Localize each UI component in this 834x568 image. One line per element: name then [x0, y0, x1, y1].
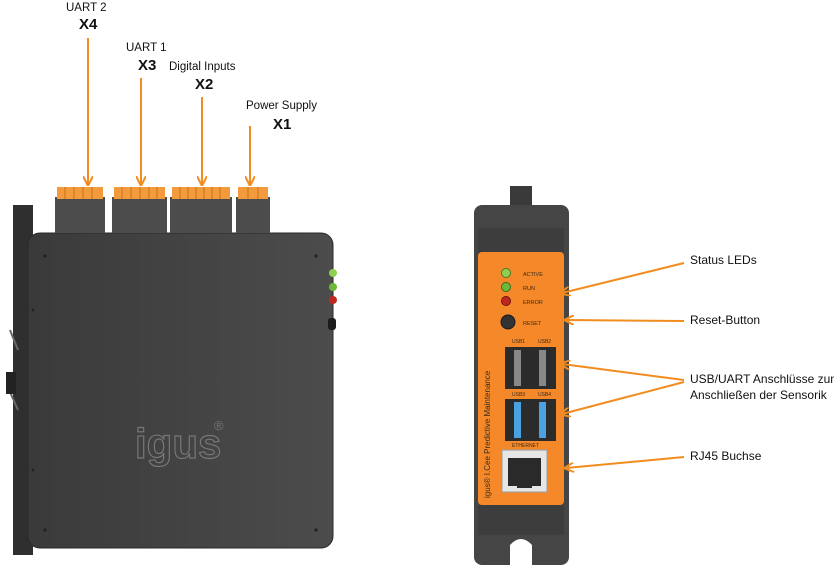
- led-label-run: RUN: [523, 286, 535, 292]
- usb2-label: USB2: [538, 339, 551, 345]
- ethernet-label: ETHERNET: [512, 443, 539, 449]
- side-view-housing: [6, 205, 337, 555]
- led-label-active: ACTIVE: [523, 272, 543, 278]
- usb-port-2: [539, 350, 546, 386]
- callout-rj45: RJ45 Buchse: [690, 449, 762, 463]
- reset-button: [500, 314, 516, 330]
- usb3-label: USB3: [512, 392, 525, 398]
- usb-port-3: [514, 402, 521, 438]
- led-active: [501, 268, 511, 278]
- callout-reset-button: Reset-Button: [690, 313, 761, 327]
- arrow-usb-bottom: [562, 381, 685, 414]
- code-x4: X4: [79, 16, 98, 33]
- arrow-rj45: [566, 456, 685, 468]
- usb-port-4: [539, 402, 546, 438]
- led-error: [501, 296, 511, 306]
- code-x3: X3: [138, 57, 157, 74]
- usb4-label: USB4: [538, 392, 551, 398]
- callout-status-leds: Status LEDs: [690, 253, 757, 267]
- led-label-error: ERROR: [523, 300, 543, 306]
- arrow-reset: [566, 320, 685, 321]
- callout-usb-line2: Anschließen der Sensorik: [690, 388, 827, 402]
- arrow-status-leds: [562, 262, 685, 293]
- connector-x1: [236, 187, 270, 233]
- usb-block-bottom: [505, 399, 556, 441]
- usb1-label: USB1: [512, 339, 525, 345]
- usb-port-1: [514, 350, 521, 386]
- brand-text: igus® I.Cee Predictive Maintenance: [483, 370, 492, 498]
- code-x2: X2: [195, 76, 214, 93]
- connector-x2: [170, 187, 232, 233]
- label-power-supply: Power Supply: [246, 100, 317, 112]
- igus-logo: igus: [135, 420, 221, 467]
- led-run: [501, 282, 511, 292]
- registered-mark: ®: [214, 418, 224, 433]
- callout-usb-line1: USB/UART Anschlüsse zum: [690, 372, 834, 386]
- label-uart2: UART 2: [66, 2, 107, 14]
- arrow-usb-top: [562, 364, 685, 381]
- label-digital-inputs: Digital Inputs: [169, 61, 236, 73]
- connector-x3: [112, 187, 167, 233]
- code-x1: X1: [273, 116, 292, 133]
- connector-x4: [55, 187, 105, 233]
- label-uart1: UART 1: [126, 42, 167, 54]
- reset-label: RESET: [523, 321, 542, 327]
- usb-block-top: [505, 347, 556, 389]
